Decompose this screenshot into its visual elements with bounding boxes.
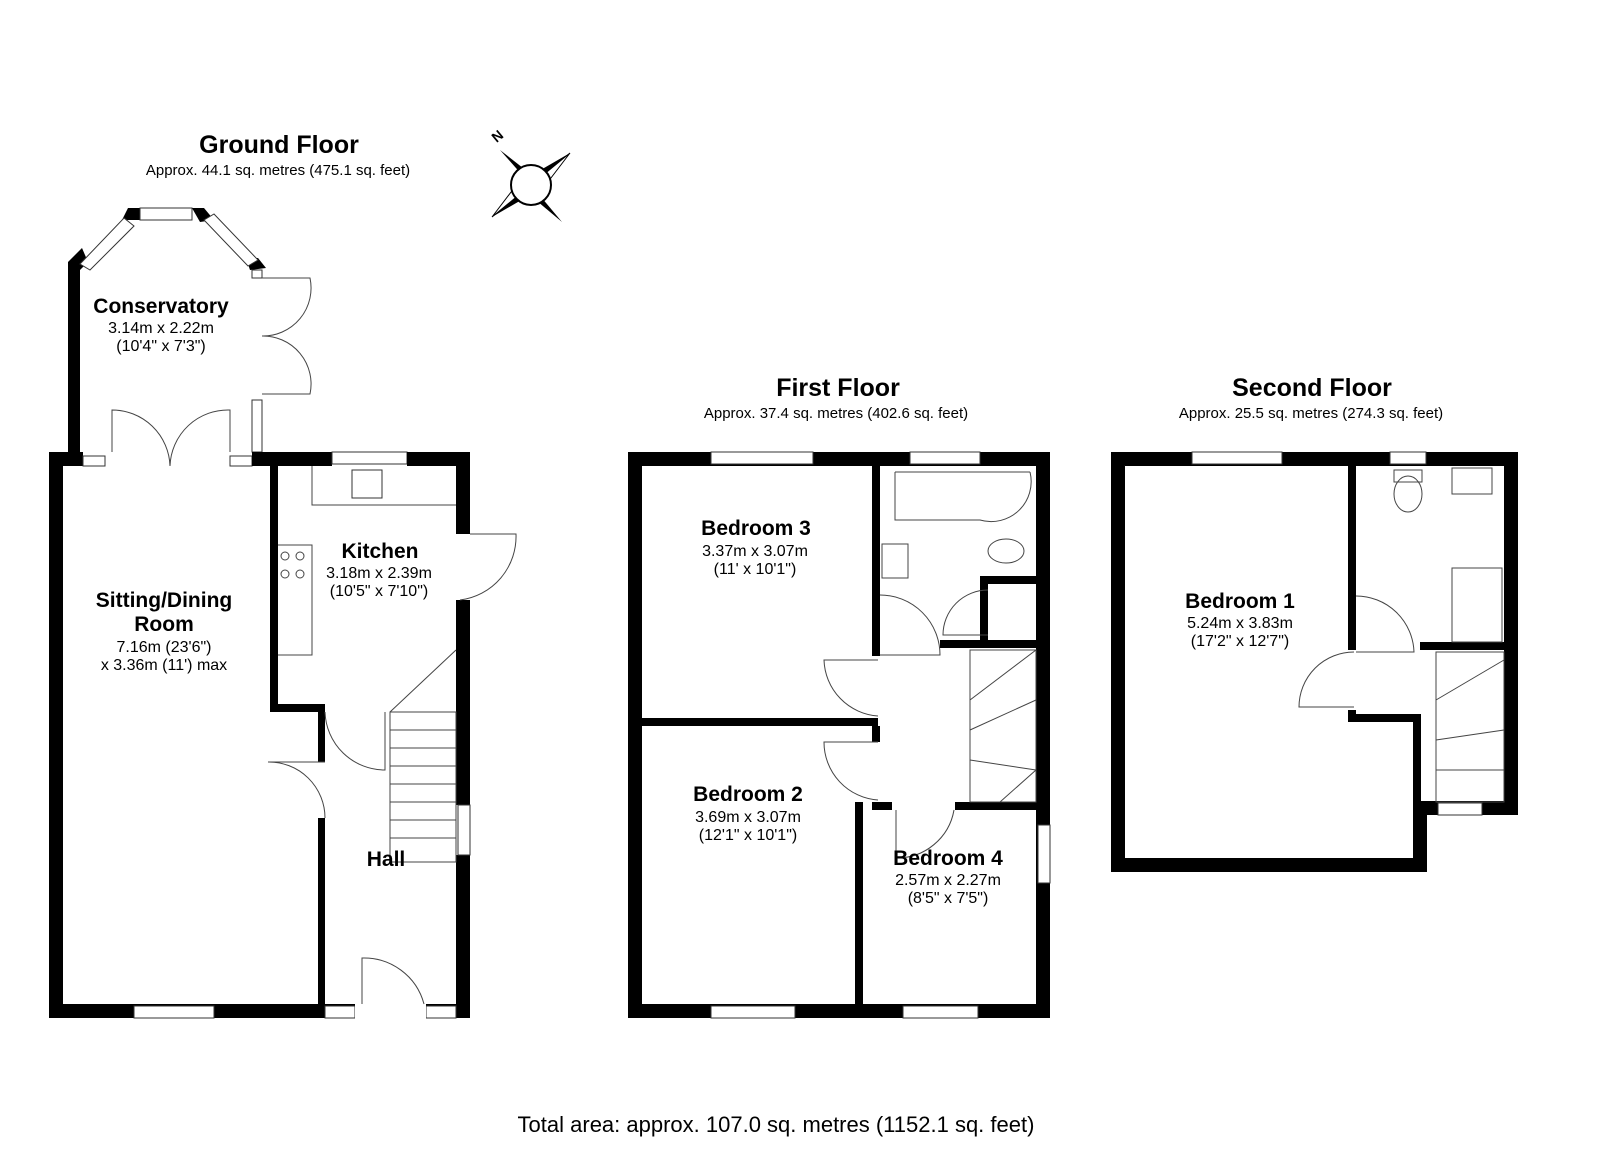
bedroom-2-label: Bedroom 2 [693,783,803,806]
compass-icon: N [488,127,571,222]
bedroom-1-dimensions-ft: (17'2" x 12'7") [1191,633,1289,650]
sitting-room-label-line1: Sitting/Dining [96,589,232,612]
kitchen-dimensions-m: 3.18m x 2.39m [326,565,432,582]
conservatory-label: Conservatory [93,295,229,318]
bedroom-2-dimensions-ft: (12'1" x 10'1") [699,827,797,844]
bedroom-3-dimensions-m: 3.37m x 3.07m [702,543,808,560]
ground-floor-area: Approx. 44.1 sq. metres (475.1 sq. feet) [146,162,410,179]
sitting-room-label-line2: Room [134,613,194,636]
second-floor-title: Second Floor [1232,374,1392,402]
ground-floor-title: Ground Floor [199,131,359,159]
conservatory-dimensions-ft: (10'4" x 7'3") [116,338,206,355]
second-floor-area: Approx. 25.5 sq. metres (274.3 sq. feet) [1179,405,1443,422]
bedroom-1-dimensions-m: 5.24m x 3.83m [1187,615,1293,632]
kitchen-dimensions-ft: (10'5" x 7'10") [330,583,428,600]
sitting-room-dimensions-ft: x 3.36m (11') max [101,657,227,674]
bedroom-3-label: Bedroom 3 [701,517,811,540]
second-floor-plan [1111,451,1518,872]
first-floor-title: First Floor [776,374,900,402]
sitting-room-dimensions-m: 7.16m (23'6") [117,639,212,656]
bedroom-4-dimensions-m: 2.57m x 2.27m [895,872,1001,889]
bedroom-2-dimensions-m: 3.69m x 3.07m [695,809,801,826]
bedroom-3-dimensions-ft: (11' x 10'1") [714,561,797,578]
total-area: Total area: approx. 107.0 sq. metres (11… [518,1112,1035,1137]
first-floor-area: Approx. 37.4 sq. metres (402.6 sq. feet) [704,405,968,422]
first-floor-plan [628,451,1051,1019]
hall-label: Hall [367,848,406,871]
compass-north-label: N [488,127,506,146]
conservatory-dimensions-m: 3.14m x 2.22m [108,320,214,337]
bedroom-1-label: Bedroom 1 [1185,590,1295,613]
kitchen-label: Kitchen [341,540,418,563]
bedroom-4-dimensions-ft: (8'5" x 7'5") [908,890,989,907]
bedroom-4-label: Bedroom 4 [893,847,1003,870]
ground-floor-plan [49,207,517,1020]
